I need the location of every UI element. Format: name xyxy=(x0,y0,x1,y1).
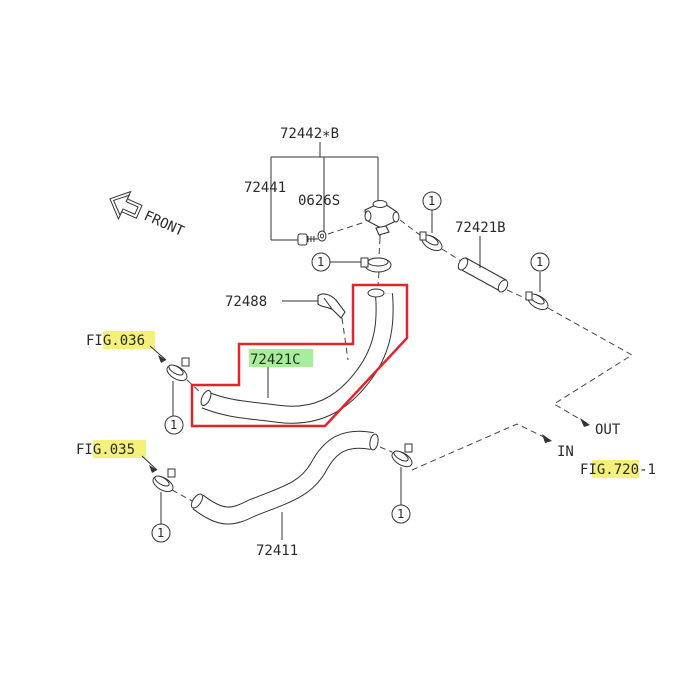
fig-035-link[interactable]: FIG.035 xyxy=(76,442,135,458)
clamp-72421b-left[interactable] xyxy=(419,231,444,254)
svg-text:1: 1 xyxy=(317,255,324,269)
part-72411-label[interactable]: 72411 xyxy=(256,543,298,559)
fig035-highlight xyxy=(93,440,146,458)
svg-text:1: 1 xyxy=(428,194,435,208)
hose-72421c[interactable] xyxy=(199,288,394,424)
svg-text:1: 1 xyxy=(170,418,177,432)
part-72488-label[interactable]: 72488 xyxy=(225,294,267,310)
fig036-highlight xyxy=(103,331,155,349)
hose-72411[interactable] xyxy=(189,430,379,525)
clamp-72411-right[interactable] xyxy=(389,443,414,470)
tee-connector[interactable] xyxy=(364,200,400,239)
fig720-highlight xyxy=(592,460,639,478)
part-72421c-label[interactable]: 72421C xyxy=(250,352,301,368)
bolt-72441[interactable] xyxy=(297,233,318,246)
clamp-72411-left[interactable] xyxy=(150,468,176,495)
clamp-72421b-right[interactable] xyxy=(525,291,550,312)
part-72421b-label[interactable]: 72421B xyxy=(455,220,506,236)
assembly-label[interactable]: 72442∗B xyxy=(280,126,339,142)
bracket-72488[interactable] xyxy=(317,293,346,319)
washer-0626s[interactable] xyxy=(317,230,327,242)
clamp-upper-hose[interactable] xyxy=(360,257,392,273)
svg-text:1: 1 xyxy=(536,255,543,269)
clamp-tee-top[interactable] xyxy=(375,225,390,236)
assembly-callout: 72442∗B xyxy=(270,126,379,241)
svg-text:1: 1 xyxy=(157,526,164,540)
in-label[interactable]: IN xyxy=(557,444,574,460)
front-arrow-icon xyxy=(109,190,143,221)
clamp-72421c-left[interactable] xyxy=(164,357,190,384)
callout-1-clamp-72411-right[interactable]: 1 xyxy=(391,504,411,524)
callout-1-clamp-72421b-right[interactable]: 1 xyxy=(530,252,550,272)
selection-highlight-frame xyxy=(190,283,409,428)
part-0626s-label[interactable]: 0626S xyxy=(298,193,340,209)
part-72441-label[interactable]: 72441 xyxy=(244,180,286,196)
callout-1-clamp-72421c-left[interactable]: 1 xyxy=(164,415,184,435)
callout-1-clamp-upper[interactable]: 1 xyxy=(311,252,331,272)
fig-720-link[interactable]: FIG.720-1 xyxy=(580,462,656,478)
out-label[interactable]: OUT xyxy=(595,422,621,438)
fig-036-link[interactable]: FIG.036 xyxy=(86,333,145,349)
hose-72421b[interactable] xyxy=(456,256,509,293)
callout-1-clamp-72421b-left[interactable]: 1 xyxy=(422,191,442,211)
svg-text:1: 1 xyxy=(397,507,404,521)
front-label: FRONT xyxy=(141,208,187,240)
callout-1-clamp-72411-left[interactable]: 1 xyxy=(151,523,171,543)
part-72421c-highlight xyxy=(249,349,313,367)
